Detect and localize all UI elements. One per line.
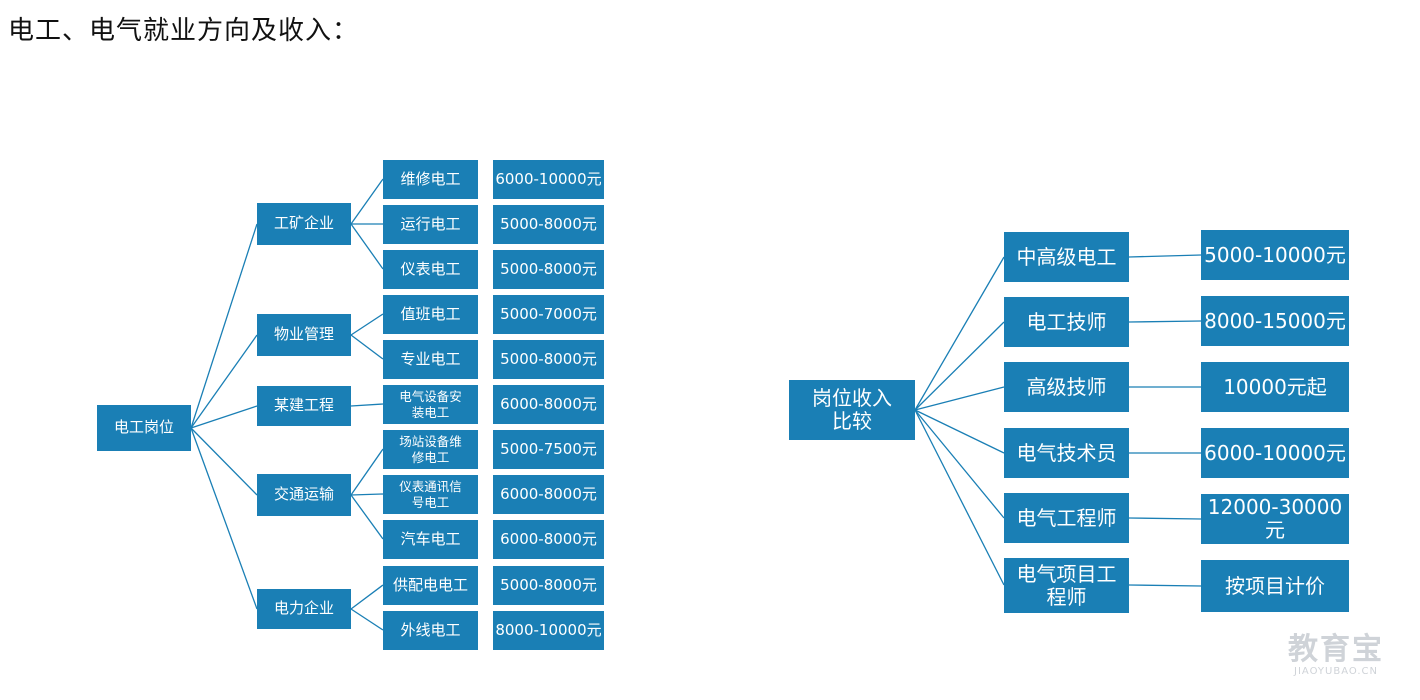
- root-to-category-line: [190, 405, 258, 429]
- category-to-position-line: [350, 178, 384, 225]
- position-to-income-line: [1128, 254, 1202, 258]
- left-position-node: 运行电工: [383, 205, 478, 244]
- category-to-position-line: [350, 584, 384, 610]
- root-to-position-line: [914, 409, 1005, 586]
- right-position-node: 电气工程师: [1004, 493, 1129, 543]
- right-position-node: 电气项目工 程师: [1004, 558, 1129, 613]
- left-income-node: 6000-8000元: [493, 385, 604, 424]
- left-category-node: 物业管理: [257, 314, 351, 356]
- left-income-node: 5000-8000元: [493, 250, 604, 289]
- root-to-category-line: [190, 223, 258, 429]
- left-position-node: 值班电工: [383, 295, 478, 334]
- root-to-category-line: [190, 427, 258, 496]
- root-to-position-line: [914, 256, 1005, 411]
- left-income-node: 6000-10000元: [493, 160, 604, 199]
- category-to-position-line: [350, 403, 384, 407]
- left-position-node: 供配电电工: [383, 566, 478, 605]
- category-to-position-line: [350, 313, 384, 336]
- root-to-position-line: [914, 409, 1005, 454]
- left-income-node: 6000-8000元: [493, 475, 604, 514]
- watermark-sub: JIAOYUBAO.CN: [1294, 666, 1378, 677]
- watermark-main: 教育宝: [1288, 632, 1384, 667]
- left-category-node: 某建工程: [257, 386, 351, 426]
- position-to-income-line: [1128, 584, 1202, 587]
- left-position-node: 场站设备维 修电工: [383, 430, 478, 469]
- left-position-node: 专业电工: [383, 340, 478, 379]
- root-to-category-line: [190, 334, 258, 429]
- right-position-node: 高级技师: [1004, 362, 1129, 412]
- root-to-position-line: [914, 409, 1005, 519]
- right-position-node: 电工技师: [1004, 297, 1129, 347]
- right-position-node: 电气技术员: [1004, 428, 1129, 478]
- root-to-position-line: [914, 386, 1005, 411]
- right-income-node: 按项目计价: [1201, 560, 1349, 612]
- left-income-node: 8000-10000元: [493, 611, 604, 650]
- left-position-node: 汽车电工: [383, 520, 478, 559]
- right-income-node: 10000元起: [1201, 362, 1349, 412]
- right-income-node: 8000-15000元: [1201, 296, 1349, 346]
- left-income-node: 6000-8000元: [493, 520, 604, 559]
- left-position-node: 维修电工: [383, 160, 478, 199]
- right-position-node: 中高级电工: [1004, 232, 1129, 282]
- left-income-node: 5000-8000元: [493, 566, 604, 605]
- right-income-node: 6000-10000元: [1201, 428, 1349, 478]
- left-income-node: 5000-7500元: [493, 430, 604, 469]
- category-to-position-line: [350, 493, 384, 496]
- category-to-position-line: [350, 223, 384, 270]
- left-category-node: 交通运输: [257, 474, 351, 516]
- left-income-node: 5000-7000元: [493, 295, 604, 334]
- left-income-node: 5000-8000元: [493, 205, 604, 244]
- category-to-position-line: [350, 448, 384, 496]
- category-to-position-line: [350, 334, 384, 360]
- left-position-node: 仪表电工: [383, 250, 478, 289]
- left-position-node: 外线电工: [383, 611, 478, 650]
- right-root-node: 岗位收入 比较: [789, 380, 915, 440]
- left-position-node: 电气设备安 装电工: [383, 385, 478, 424]
- right-income-node: 5000-10000元: [1201, 230, 1349, 280]
- right-income-node: 12000-30000元: [1201, 494, 1349, 544]
- left-root-node: 电工岗位: [97, 405, 191, 451]
- category-to-position-line: [350, 494, 384, 540]
- left-income-node: 5000-8000元: [493, 340, 604, 379]
- root-to-category-line: [190, 427, 258, 610]
- left-category-node: 电力企业: [257, 589, 351, 629]
- page-heading: 电工、电气就业方向及收入：: [8, 16, 360, 46]
- position-to-income-line: [1128, 320, 1202, 323]
- left-position-node: 仪表通讯信 号电工: [383, 475, 478, 514]
- position-to-income-line: [1128, 517, 1202, 520]
- category-to-position-line: [350, 608, 384, 631]
- watermark-logo: 教育宝 JIAOYUBAO.CN: [1288, 624, 1384, 677]
- left-category-node: 工矿企业: [257, 203, 351, 245]
- root-to-position-line: [914, 321, 1005, 411]
